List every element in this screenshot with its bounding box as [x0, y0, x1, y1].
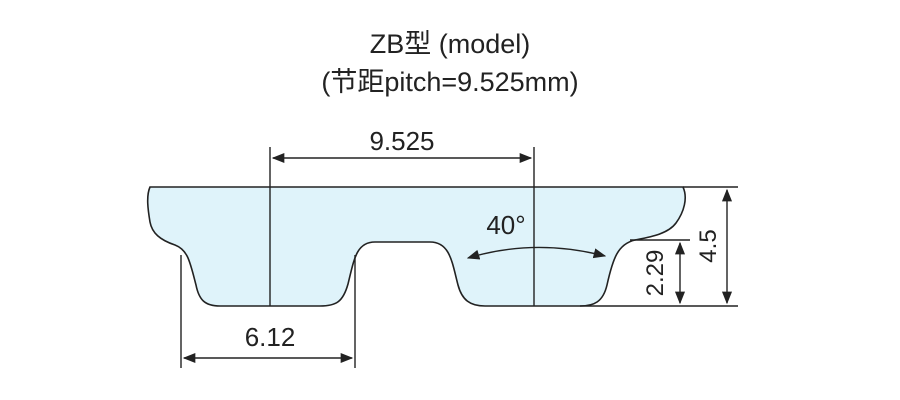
tooth-width-label: 6.12 — [245, 322, 296, 352]
pitch-label: 9.525 — [369, 126, 434, 156]
diagram-title: ZB型 (model) — [369, 29, 531, 59]
total-height-label: 4.5 — [695, 229, 722, 262]
tooth-height-label: 2.29 — [642, 250, 669, 297]
angle-arc — [466, 246, 607, 260]
angle-label: 40° — [486, 210, 525, 240]
diagram-subtitle: (节距pitch=9.525mm) — [321, 67, 579, 97]
belt-profile — [146, 186, 686, 307]
